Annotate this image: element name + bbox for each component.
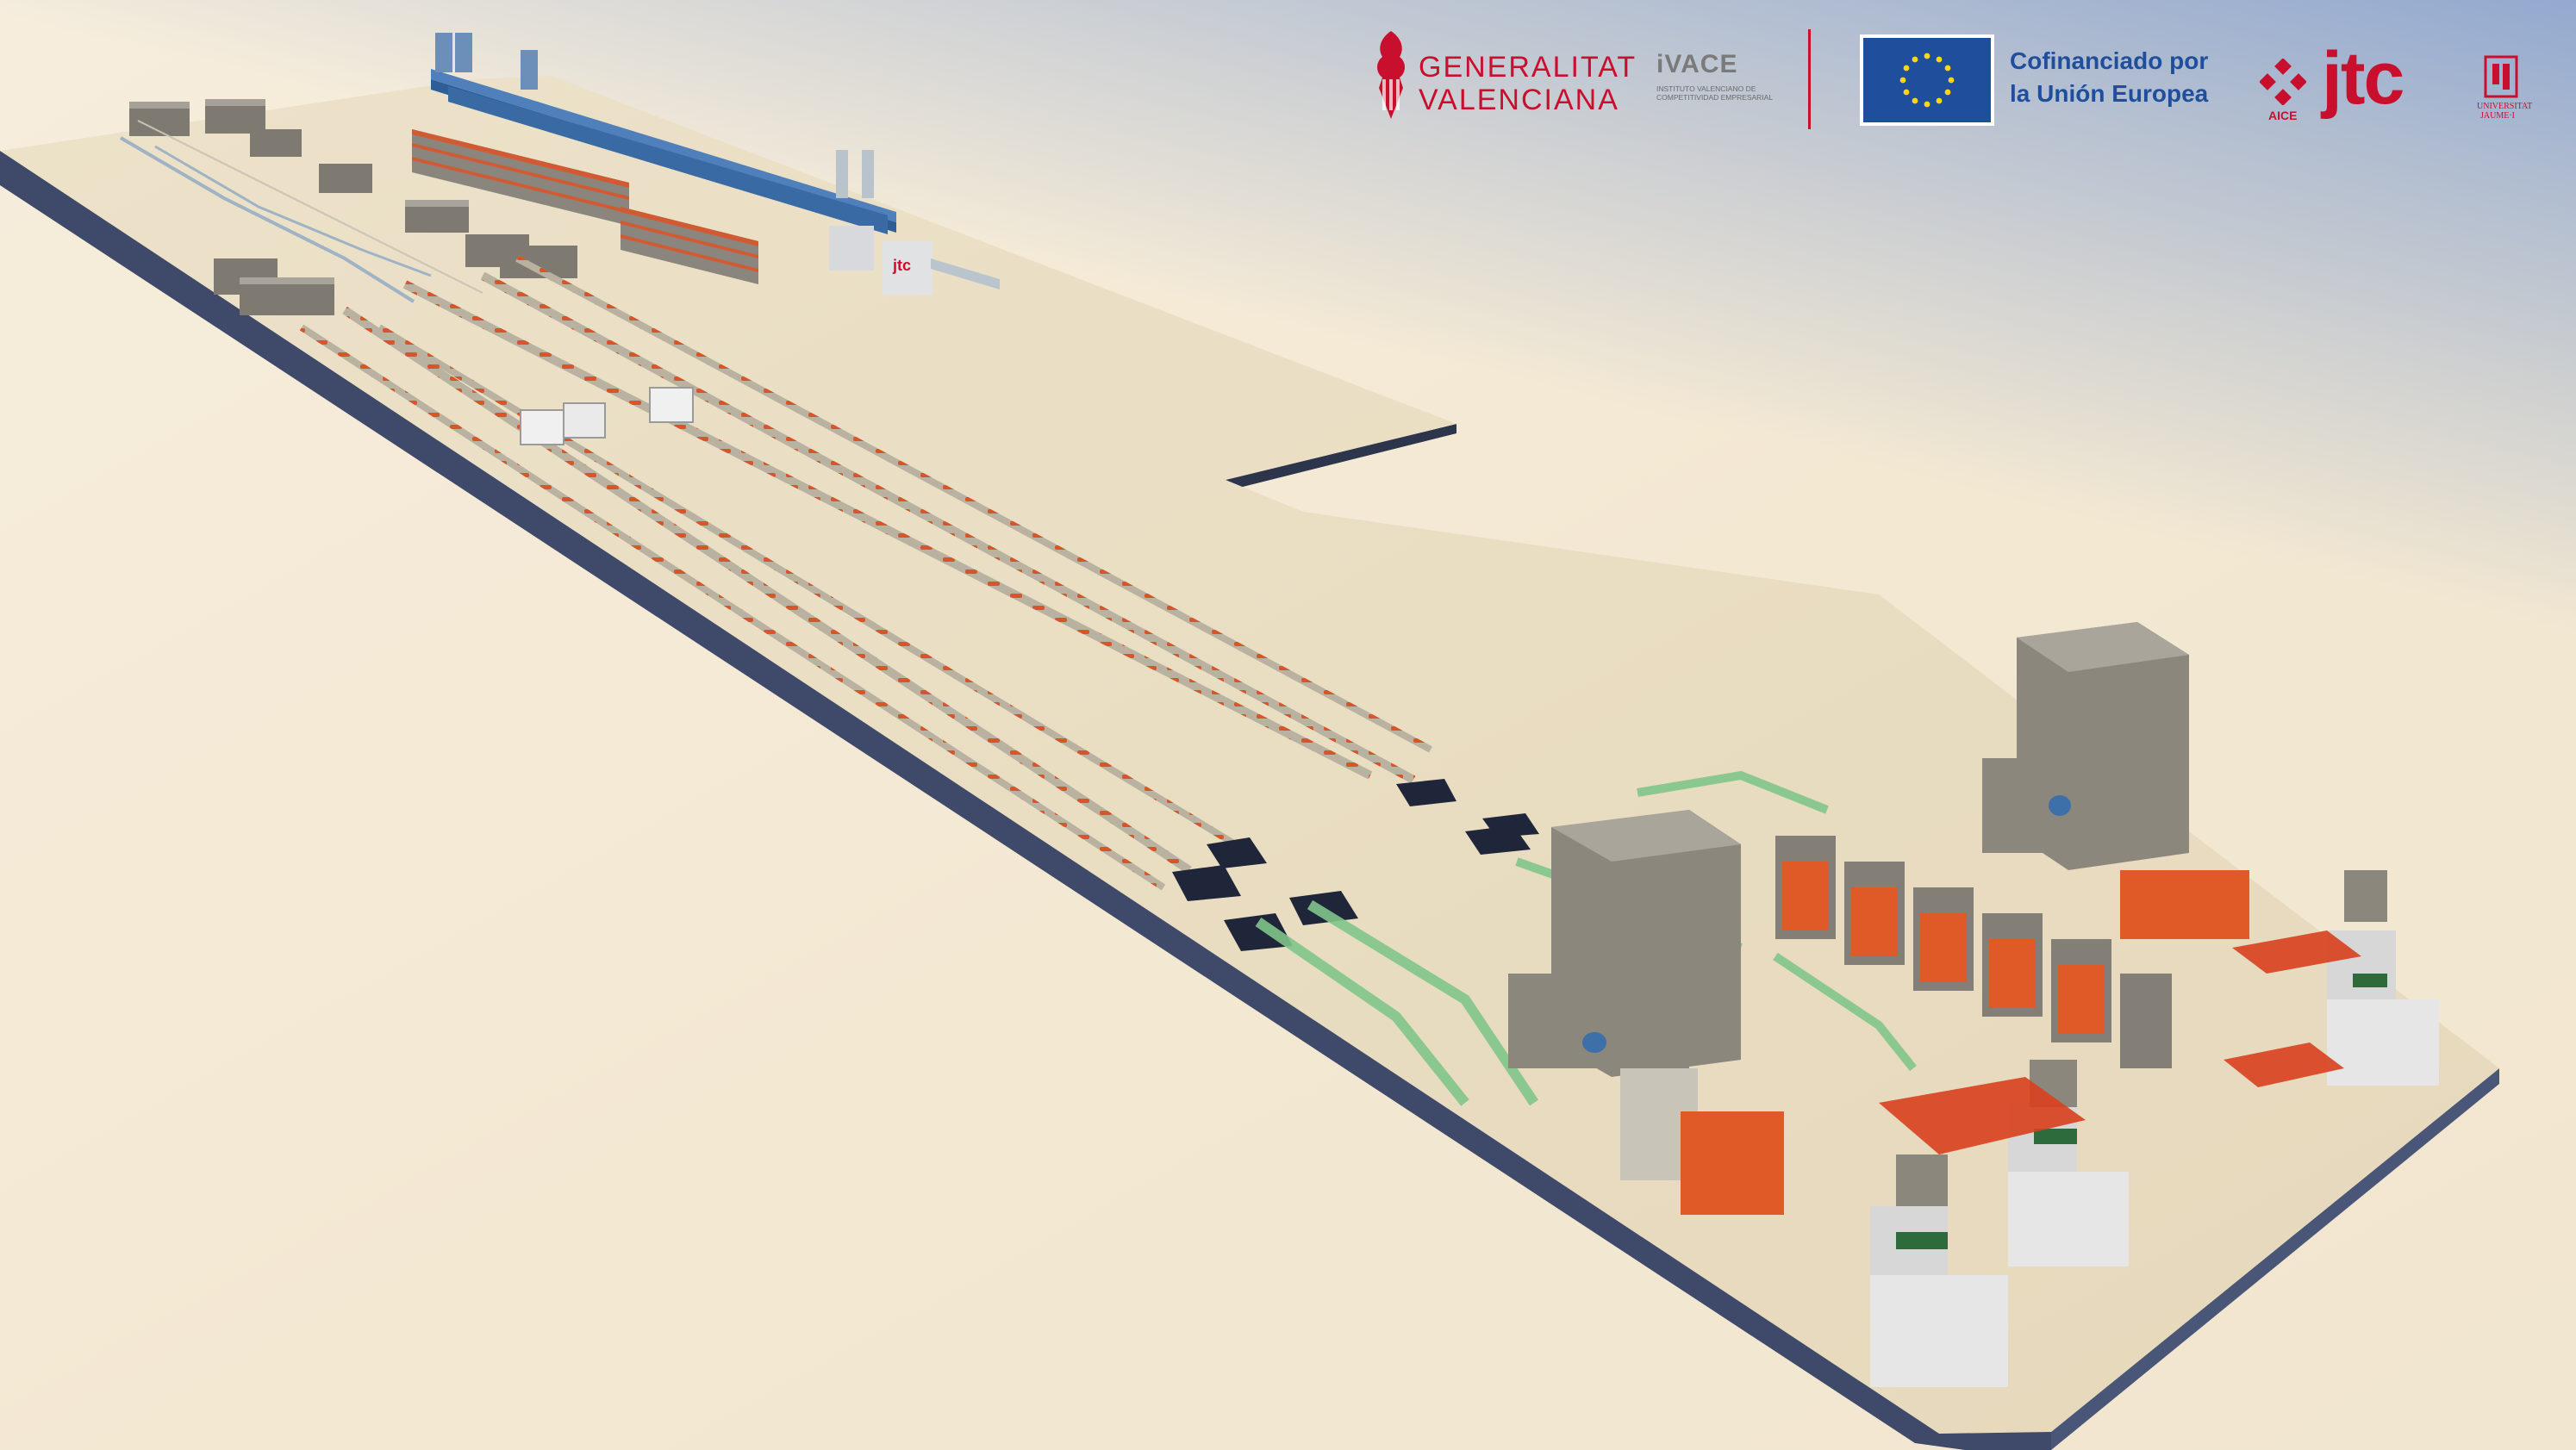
- press-large-front: [1508, 810, 1784, 1215]
- eu-line1: Cofinanciado por: [2010, 47, 2209, 74]
- logo-divider: [1808, 29, 1811, 129]
- packaging-machines: [1870, 870, 2439, 1387]
- storage-racks: [412, 129, 758, 284]
- uji-line1: UNIVERSITAT: [2477, 102, 2533, 111]
- uji-line2: JAUME·I: [2480, 111, 2515, 121]
- floor-edge-right: [2051, 1068, 2499, 1450]
- eu-line2: la Unión Europea: [2010, 80, 2209, 107]
- aice-label: AICE: [2268, 109, 2298, 122]
- generalitat-line2: VALENCIANA: [1419, 84, 1619, 116]
- ivace-sub1: INSTITUTO VALENCIANO DE: [1656, 84, 1756, 93]
- machine-badge: jtc: [892, 257, 911, 274]
- eu-flag-icon: [1860, 34, 1994, 126]
- generalitat-line1: GENERALITAT: [1419, 51, 1637, 84]
- notch-edge: [1226, 424, 1456, 491]
- uji-crest-icon: [2484, 55, 2518, 98]
- red-conveyors: [1879, 930, 2361, 1154]
- kiln-blue: [431, 33, 896, 234]
- ivace-sub2: COMPETITIVIDAD EMPRESARIAL: [1656, 93, 1774, 102]
- aice-logo-icon: [2260, 59, 2306, 105]
- press-area-left: [119, 99, 577, 315]
- conveyor-lines: [299, 255, 1432, 891]
- ivace-name: iVACE: [1656, 50, 1738, 78]
- inspection-units: [520, 387, 694, 445]
- dryer-units: [1775, 836, 2172, 1068]
- jtc-logo: jtc: [2322, 37, 2404, 120]
- generalitat-crest-icon: [1377, 31, 1405, 119]
- jtc-machine: jtc: [829, 226, 1000, 295]
- press-large-back: [1982, 622, 2249, 939]
- factory-floor: [0, 76, 2499, 1434]
- logo-bar: GENERALITAT VALENCIANA iVACE INSTITUTO V…: [1362, 24, 2568, 145]
